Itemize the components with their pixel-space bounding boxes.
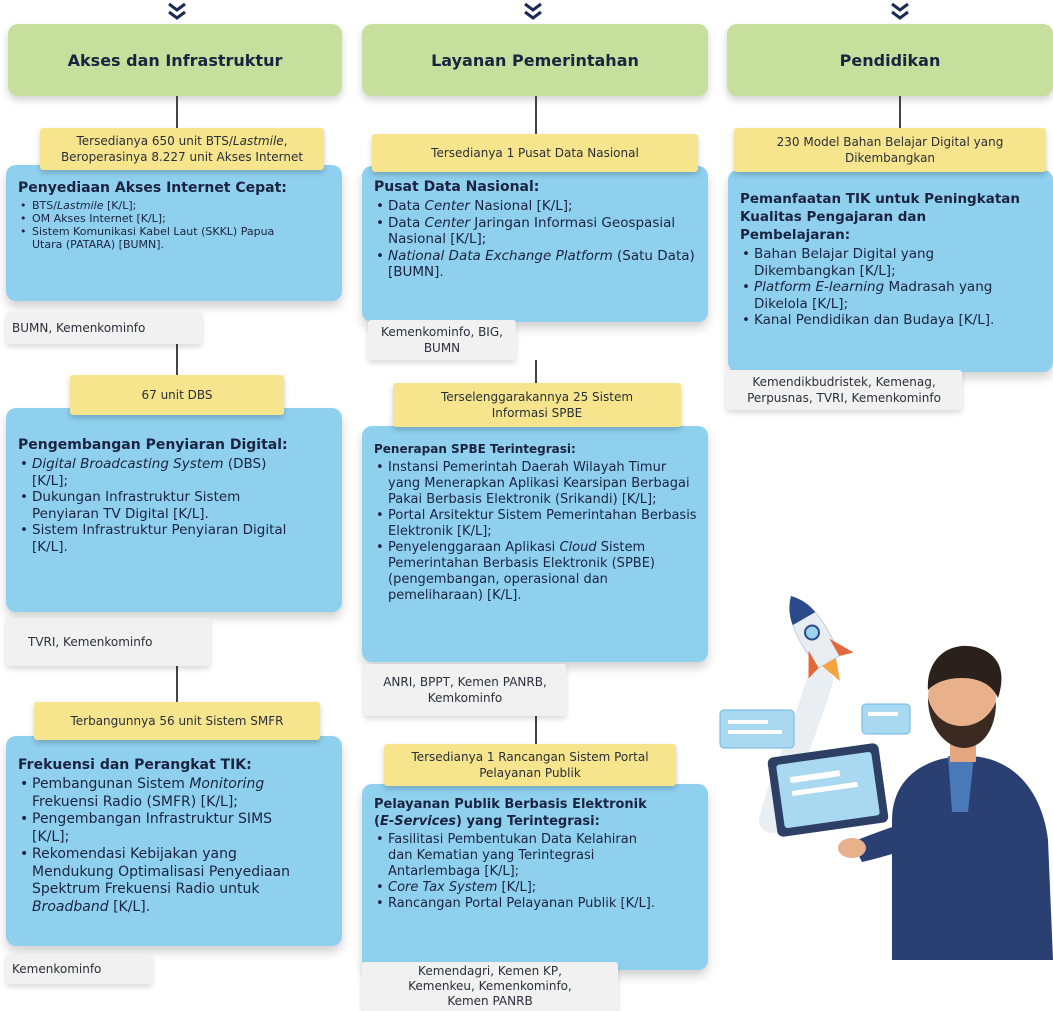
agency-label: TVRI, Kemenkominfo	[6, 618, 210, 666]
card-title: Pelayanan Publik Berbasis Elektronik(E-S…	[374, 797, 647, 829]
list-item: OM Akses Internet [K/L];	[20, 212, 332, 225]
tablet-icon	[767, 743, 889, 837]
illustration	[712, 580, 1053, 960]
target-box: Tersedianya 650 unit BTS/Lastmile, Berop…	[40, 128, 324, 170]
program-card: Penerapan SPBE Terintegrasi: Instansi Pe…	[362, 426, 708, 662]
list-item: Pembangunan Sistem Monitoring Frekuensi …	[20, 776, 332, 811]
list-item: Data Center Nasional [K/L];	[376, 198, 698, 215]
list-item: BTS/Lastmile [K/L];	[20, 199, 332, 212]
chevron-down-icon	[164, 0, 190, 26]
list-item: Core Tax System [K/L];	[376, 880, 698, 896]
connector-line	[535, 716, 537, 746]
program-card: Penyediaan Akses Internet Cepat: BTS/Las…	[6, 165, 342, 301]
person-illustration	[838, 645, 1053, 960]
card-title: Pengembangan Penyiaran Digital:	[18, 437, 288, 453]
program-card: Pelayanan Publik Berbasis Elektronik(E-S…	[362, 784, 708, 970]
connector-line	[535, 96, 537, 136]
connector-line	[899, 96, 901, 130]
list-item: Instansi Pemerintah Daerah Wilayah Timur…	[376, 460, 698, 508]
list-item: Kanal Pendidikan dan Budaya [K/L].	[742, 312, 1043, 329]
list-item: Data Center Jaringan Informasi Geospasia…	[376, 215, 698, 248]
floating-panel	[861, 703, 911, 735]
agency-label: BUMN, Kemenkominfo	[6, 312, 202, 344]
floating-panel	[719, 709, 795, 749]
agency-label: Kemendagri, Kemen KP,Kemenkeu, Kemenkomi…	[362, 962, 618, 1011]
list-item: Sistem Komunikasi Kabel Laut (SKKL) Papu…	[20, 225, 332, 251]
list-item: Platform E-learning Madrasah yang Dikelo…	[742, 279, 1043, 312]
program-card: Pemanfaatan TIK untuk Peningkatan Kualit…	[728, 170, 1053, 372]
list-item: Penyelenggaraan Aplikasi Cloud Sistem Pe…	[376, 540, 698, 604]
target-box: 67 unit DBS	[70, 375, 284, 415]
agency-label: Kemenkominfo	[6, 954, 152, 984]
card-title: Penyediaan Akses Internet Cepat:	[18, 180, 287, 196]
connector-line	[176, 96, 178, 130]
agency-label: ANRI, BPPT, Kemen PANRB,Kemkominfo	[364, 664, 566, 716]
list-item: Rekomendasi Kebijakan yang Mendukung Opt…	[20, 846, 332, 916]
column-header-layanan: Layanan Pemerintahan	[362, 24, 708, 96]
card-title: Frekuensi dan Perangkat TIK:	[18, 757, 252, 773]
list-item: Dukungan Infrastruktur Sistem Penyiaran …	[20, 489, 332, 522]
chevron-down-icon	[887, 0, 913, 26]
column-header-akses: Akses dan Infrastruktur	[8, 24, 342, 96]
column-header-pendidikan: Pendidikan	[727, 24, 1053, 96]
connector-line	[176, 666, 178, 704]
agency-label: Kemenkominfo, BIG,BUMN	[368, 320, 516, 360]
program-card: Pusat Data Nasional: Data Center Nasiona…	[362, 166, 708, 322]
program-card: Frekuensi dan Perangkat TIK: Pembangunan…	[6, 736, 342, 946]
target-box: Tersedianya 1 Pusat Data Nasional	[372, 134, 698, 172]
target-box: Terbangunnya 56 unit Sistem SMFR	[34, 702, 320, 740]
list-item: Rancangan Portal Pelayanan Publik [K/L].	[376, 896, 698, 912]
list-item: Portal Arsitektur Sistem Pemerintahan Be…	[376, 508, 698, 540]
connector-line	[176, 344, 178, 378]
program-card: Pengembangan Penyiaran Digital: Digital …	[6, 408, 342, 612]
list-item: Pengembangan Infrastruktur SIMS [K/L];	[20, 811, 332, 846]
list-item: Fasilitasi Pembentukan Data Kelahiran da…	[376, 832, 698, 880]
rocket-icon	[789, 595, 854, 682]
list-item: Bahan Belajar Digital yang Dikembangkan …	[742, 246, 1043, 279]
list-item: National Data Exchange Platform (Satu Da…	[376, 248, 698, 281]
list-item: Digital Broadcasting System (DBS) [K/L];	[20, 456, 332, 489]
card-title: Penerapan SPBE Terintegrasi:	[374, 442, 576, 456]
card-title: Pusat Data Nasional:	[374, 179, 540, 195]
connector-line	[535, 360, 537, 386]
agency-label: Kemendikbudristek, Kemenag,Perpusnas, TV…	[726, 370, 962, 410]
chevron-down-icon	[520, 0, 546, 26]
list-item: Sistem Infrastruktur Penyiaran Digital […	[20, 522, 332, 555]
card-title: Pemanfaatan TIK untuk Peningkatan Kualit…	[740, 191, 1020, 243]
